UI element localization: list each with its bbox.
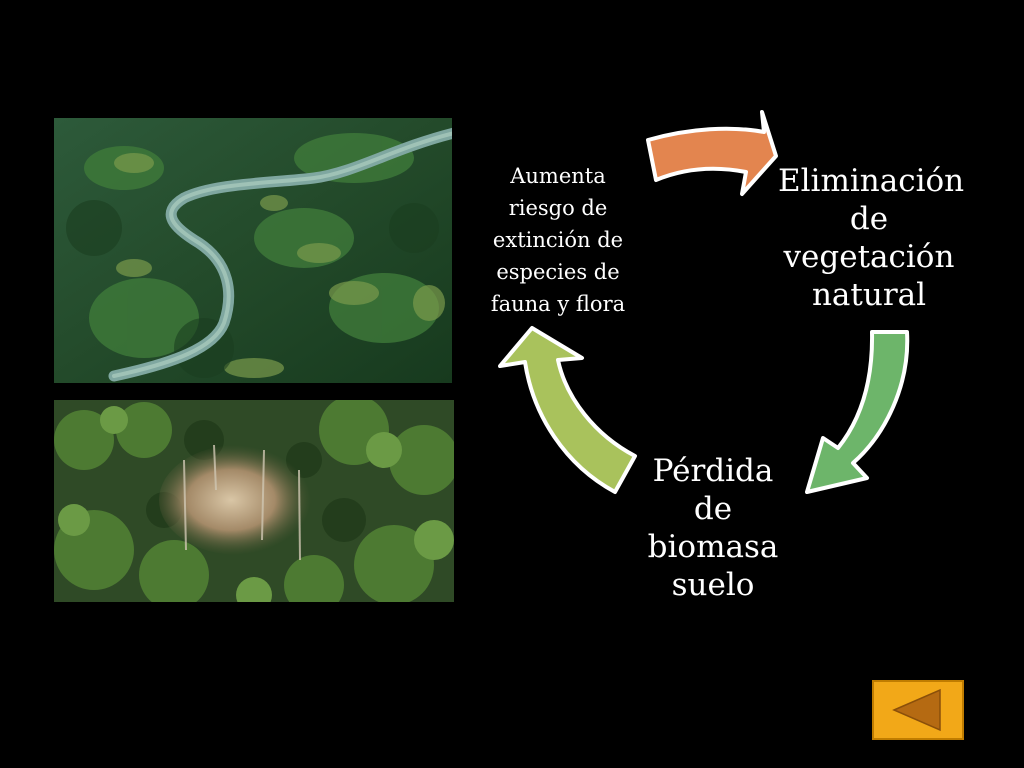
back-button[interactable]	[872, 680, 964, 740]
aerial-river-forest-photo	[54, 118, 452, 383]
triangle-left-icon	[892, 688, 941, 732]
arrow-eliminacion-to-perdida	[805, 330, 910, 494]
node-eliminacion: Eliminación de vegetación natural	[778, 163, 965, 313]
node-riesgo: Aumenta riesgo de extinción de especies …	[490, 164, 626, 316]
arrow-riesgo-to-eliminacion	[646, 110, 778, 196]
arrow-perdida-to-riesgo	[498, 326, 637, 494]
deforested-clearing-photo	[54, 400, 454, 602]
cycle-diagram	[498, 110, 910, 494]
node-perdida: Pérdida de biomasa suelo	[647, 453, 779, 603]
